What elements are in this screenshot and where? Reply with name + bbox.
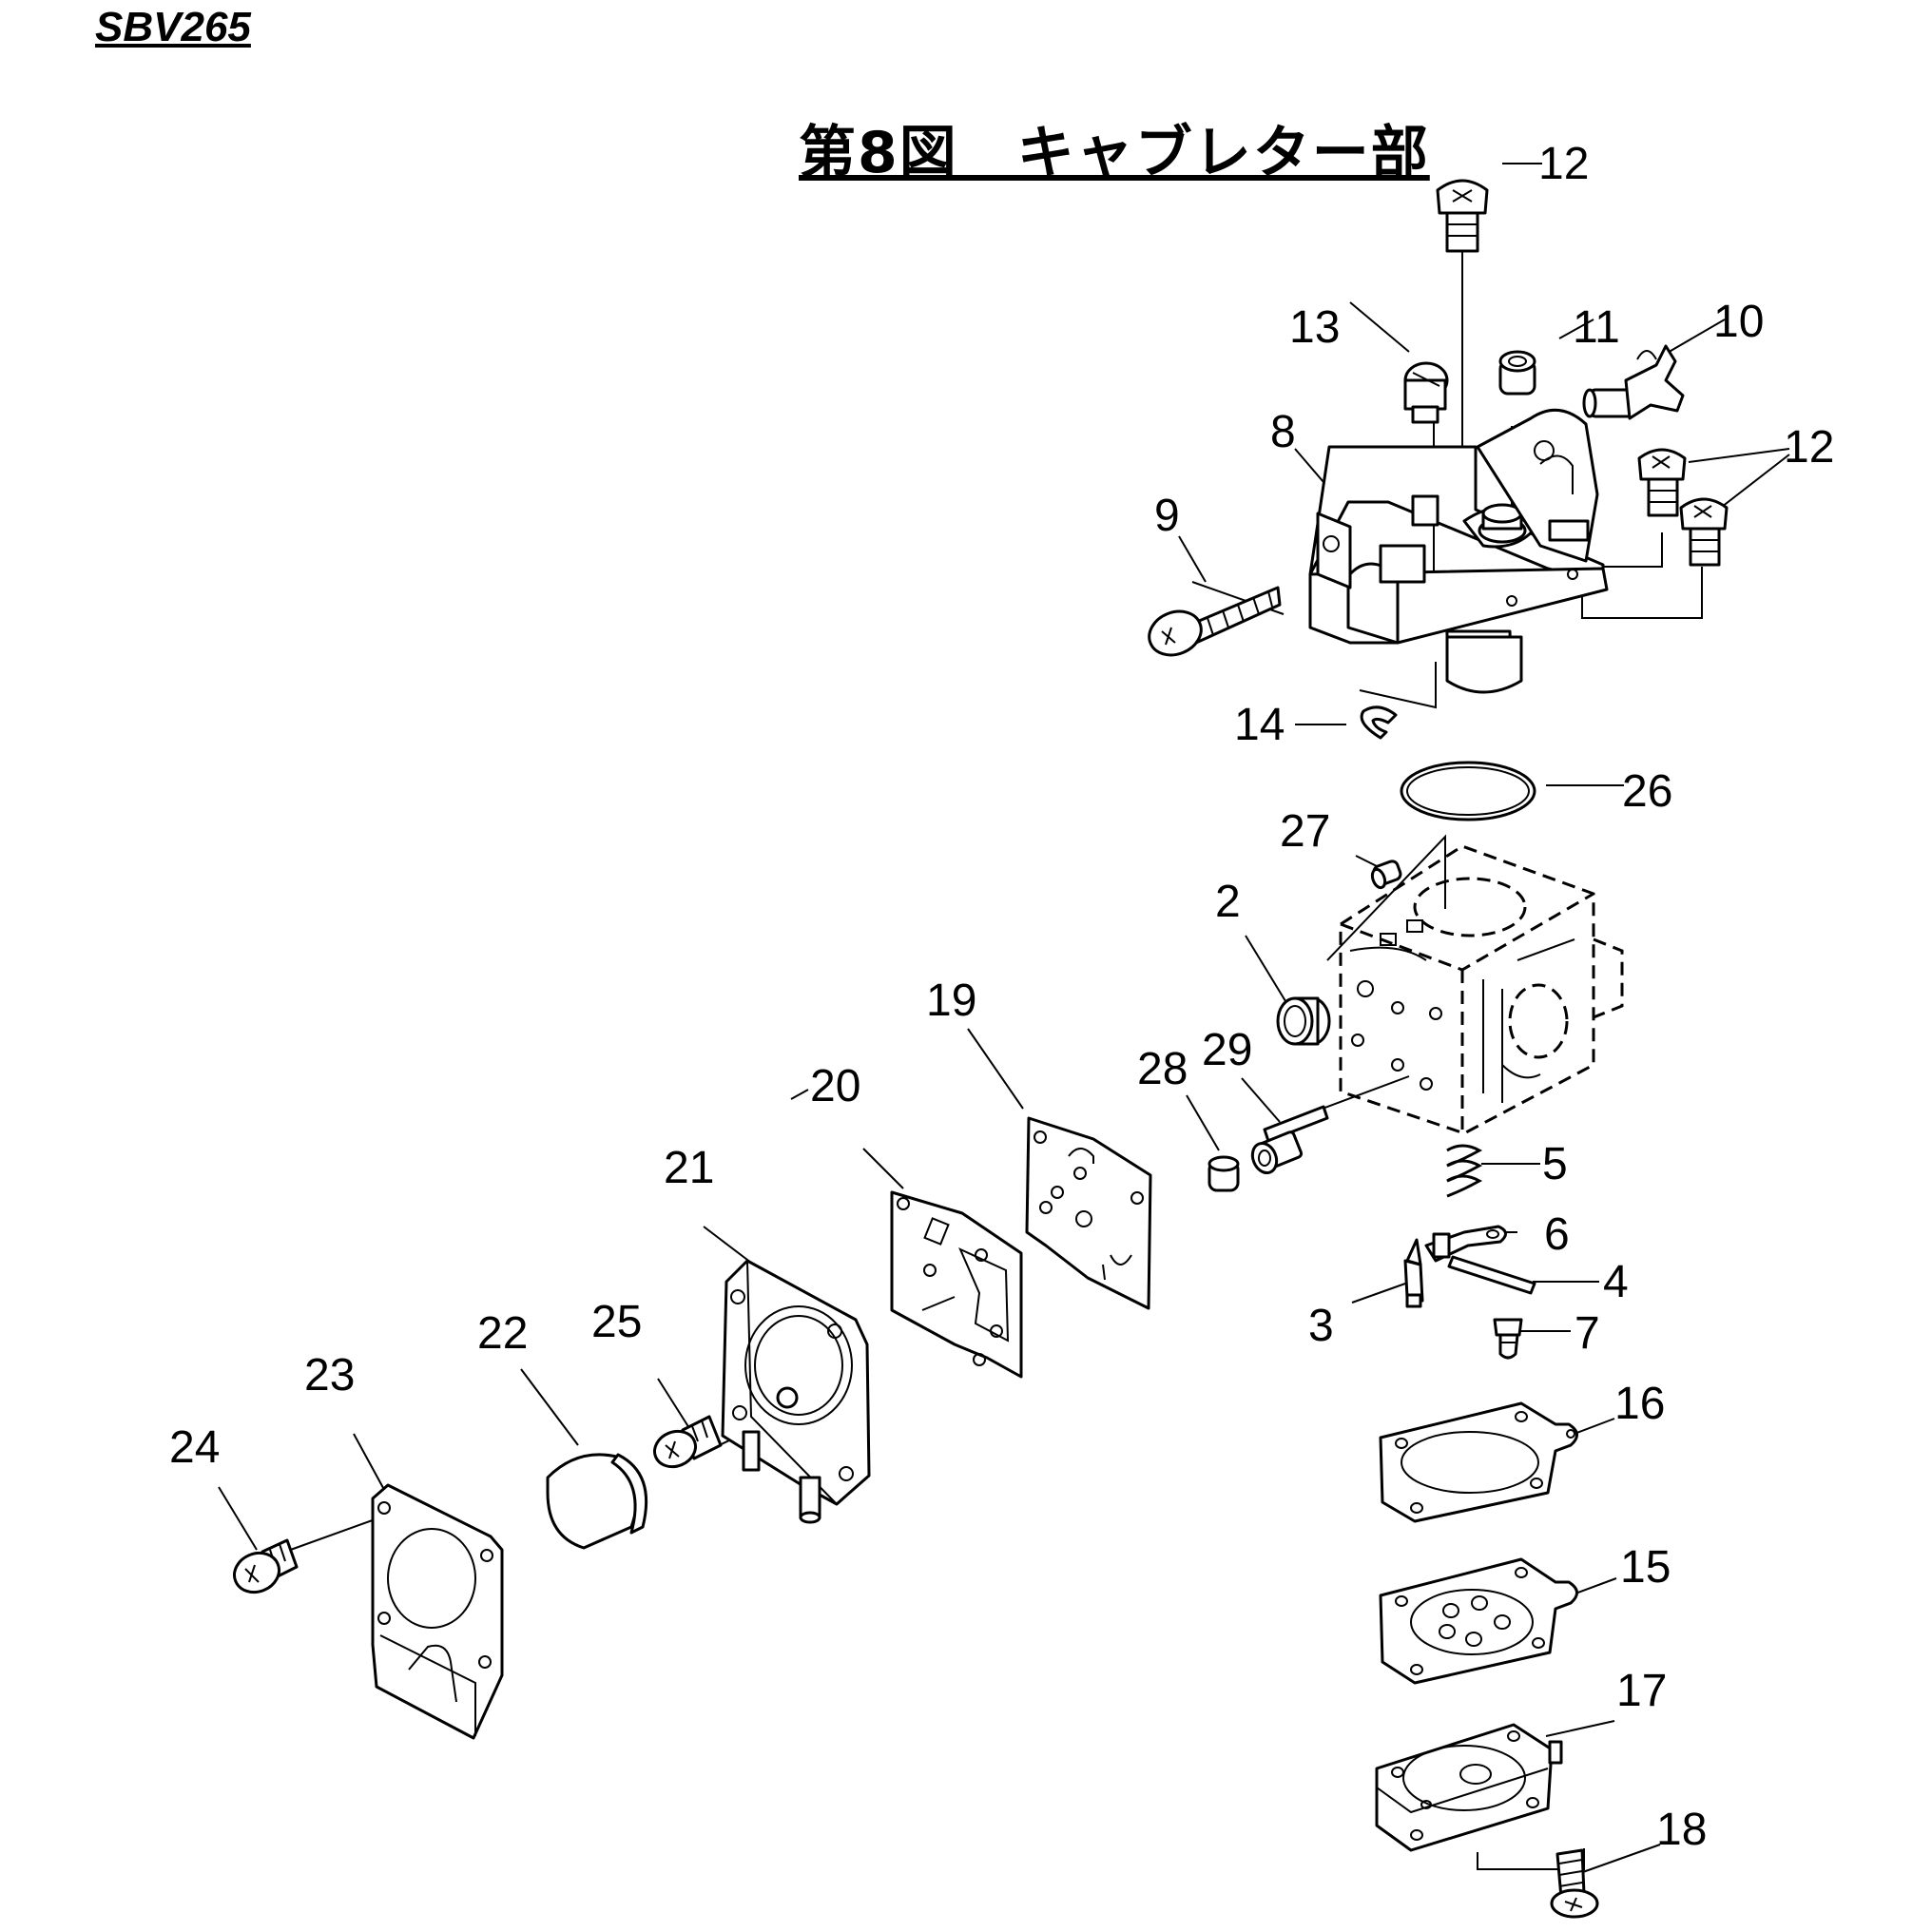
part-10-lever	[1582, 344, 1685, 420]
part-15-diaphragm	[1379, 1557, 1578, 1685]
callout-4: 4	[1603, 1257, 1629, 1307]
part-13-pin	[1403, 361, 1449, 424]
part-21-pump-cover	[721, 1259, 871, 1524]
part-24-screw	[233, 1538, 299, 1594]
part-29-needle	[1250, 1105, 1329, 1175]
part-27-plug	[1370, 860, 1402, 890]
callout-15: 15	[1620, 1542, 1671, 1593]
callout-28: 28	[1137, 1044, 1188, 1094]
part-18-screw	[1550, 1848, 1599, 1919]
callout-16: 16	[1614, 1379, 1665, 1429]
callout-8: 8	[1270, 407, 1296, 457]
part-5-spring	[1446, 1144, 1483, 1198]
part-12-screw-top	[1436, 179, 1489, 253]
part-7-screw	[1493, 1318, 1523, 1360]
callout-23: 23	[304, 1350, 355, 1401]
part-6-metering-lever	[1424, 1225, 1507, 1263]
callout-2: 2	[1215, 877, 1241, 927]
carburetor-body	[1339, 844, 1624, 1135]
callout-5: 5	[1542, 1139, 1568, 1189]
callout-19: 19	[926, 976, 976, 1026]
part-3-inlet-needle	[1403, 1238, 1424, 1308]
callout-18: 18	[1656, 1805, 1707, 1855]
part-17-diaphragm-cover	[1375, 1723, 1563, 1852]
callout-25: 25	[591, 1297, 642, 1347]
callout-21: 21	[664, 1143, 714, 1193]
part-8-throttle-body	[1308, 408, 1609, 694]
part-2-filter-ring	[1276, 996, 1331, 1046]
callout-9: 9	[1154, 491, 1180, 541]
callout-29: 29	[1202, 1025, 1252, 1075]
diagram-title: 第8図 キャブレター部	[799, 120, 1430, 186]
callout-26: 26	[1622, 766, 1672, 817]
part-22-primer-bulb	[546, 1453, 648, 1550]
part-26-o-ring	[1400, 761, 1536, 821]
callout-17: 17	[1616, 1666, 1667, 1716]
part-20-pump-gasket	[890, 1190, 1023, 1379]
callout-12-right: 12	[1784, 422, 1834, 473]
callout-11: 11	[1573, 302, 1620, 353]
callout-22: 22	[477, 1308, 528, 1359]
callout-10: 10	[1713, 297, 1764, 347]
part-4-lever-pin	[1447, 1255, 1536, 1295]
callout-6: 6	[1544, 1209, 1570, 1260]
callout-14: 14	[1234, 700, 1285, 750]
callout-27: 27	[1280, 806, 1330, 857]
part-28-cap	[1208, 1155, 1240, 1192]
model-number: SBV265	[95, 4, 251, 50]
part-19-gasket	[1025, 1116, 1152, 1310]
callout-24: 24	[169, 1422, 220, 1473]
part-9-adjust-screw	[1148, 586, 1282, 657]
callout-12-top: 12	[1538, 139, 1589, 189]
part-12-screws-right	[1637, 448, 1729, 567]
part-11-bushing	[1498, 350, 1536, 396]
part-23-retainer-plate	[371, 1483, 504, 1740]
part-25-screw	[653, 1415, 723, 1469]
callout-13: 13	[1289, 302, 1340, 353]
callout-labels: 12 13 11 10 8 12 9 14 26 27 2 19 29 28 2…	[169, 139, 1834, 1855]
callout-7: 7	[1575, 1308, 1600, 1359]
callout-3: 3	[1308, 1301, 1334, 1351]
callout-20: 20	[810, 1061, 860, 1111]
part-16-gasket	[1379, 1401, 1578, 1523]
part-14-e-clip	[1360, 705, 1398, 740]
